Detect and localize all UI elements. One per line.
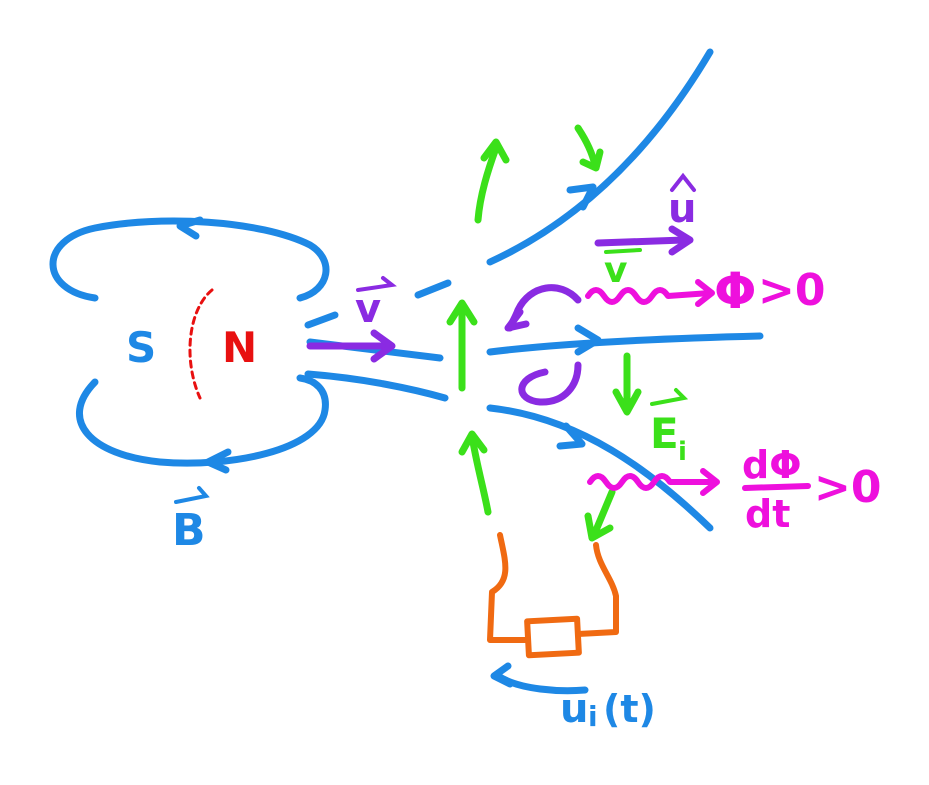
north-pole-label: N bbox=[222, 323, 257, 372]
pole-divider bbox=[188, 288, 214, 400]
efield-down-top-right-head bbox=[579, 148, 604, 172]
efield-up-top-left bbox=[474, 144, 500, 224]
rotation-loop-lower bbox=[518, 361, 582, 406]
velocity-label-left: v bbox=[355, 286, 381, 332]
flux-squiggle-arrow bbox=[585, 287, 713, 305]
flux-squiggle-arrow-head bbox=[695, 279, 715, 307]
efield-label-arrow bbox=[650, 388, 689, 406]
velocity-arrow-right bbox=[594, 236, 688, 247]
field-loop-top-arrowhead bbox=[176, 216, 204, 240]
efield-right-down-head bbox=[612, 388, 642, 416]
fraction-bar bbox=[742, 483, 811, 491]
unit-vector-hat bbox=[670, 172, 696, 192]
efield-center-up-head bbox=[446, 299, 478, 326]
dphi-numerator: dΦ bbox=[742, 443, 802, 487]
field-line-upper-curve bbox=[486, 48, 714, 266]
efield-sub-label: i bbox=[678, 437, 687, 467]
field-loop-bottom-arrowhead bbox=[204, 448, 232, 474]
voltage-sub-label: i bbox=[588, 700, 598, 733]
voltage-arg-label: (t) bbox=[603, 687, 656, 731]
dt-denominator: dt bbox=[745, 492, 790, 536]
velocity-label-right-bar bbox=[604, 248, 642, 254]
efield-bottom-up bbox=[468, 432, 492, 516]
field-line-mid-right bbox=[486, 332, 764, 356]
velocity-label-right: v bbox=[604, 250, 627, 291]
efield-down-top-right bbox=[574, 124, 599, 169]
rotation-loop-upper-head bbox=[504, 308, 530, 332]
efield-bottom-down bbox=[590, 488, 616, 539]
circuit-wire-right bbox=[575, 542, 619, 637]
flux-symbol: Φ bbox=[714, 262, 757, 320]
field-line-lower-left bbox=[304, 370, 449, 402]
voltage-arrow-head bbox=[490, 662, 514, 688]
field-line-lower-arrowhead bbox=[556, 422, 586, 450]
field-line-mid-arrowhead bbox=[574, 324, 602, 356]
field-line-lower-right bbox=[486, 404, 714, 532]
efield-bottom-down-head bbox=[584, 512, 614, 542]
resistor bbox=[524, 615, 582, 659]
circuit-wire-left bbox=[487, 532, 531, 643]
dphi-squiggle-arrow-head bbox=[700, 468, 720, 496]
field-line-upper-dash-2 bbox=[414, 279, 452, 299]
b-field-vector-arrow bbox=[174, 486, 210, 504]
voltage-label: u bbox=[560, 686, 588, 732]
dphi-condition: >0 bbox=[814, 462, 881, 513]
efield-label: E bbox=[650, 409, 679, 458]
efield-up-top-left-head bbox=[480, 138, 510, 164]
velocity-label-left-arrow bbox=[356, 276, 397, 292]
south-pole-label: S bbox=[126, 323, 156, 372]
efield-bottom-up-head bbox=[458, 430, 488, 456]
field-loop-bottom bbox=[75, 374, 329, 467]
dphi-squiggle-arrow bbox=[587, 473, 718, 491]
b-field-label: B bbox=[172, 505, 206, 556]
velocity-arrow-left-head bbox=[370, 329, 396, 363]
field-line-upper-dash-1 bbox=[304, 311, 339, 329]
velocity-arrow-right-head bbox=[668, 225, 694, 256]
flux-condition: >0 bbox=[758, 265, 825, 316]
field-line-upper-arrowhead bbox=[566, 183, 597, 211]
unit-vector-label: u bbox=[668, 186, 696, 232]
